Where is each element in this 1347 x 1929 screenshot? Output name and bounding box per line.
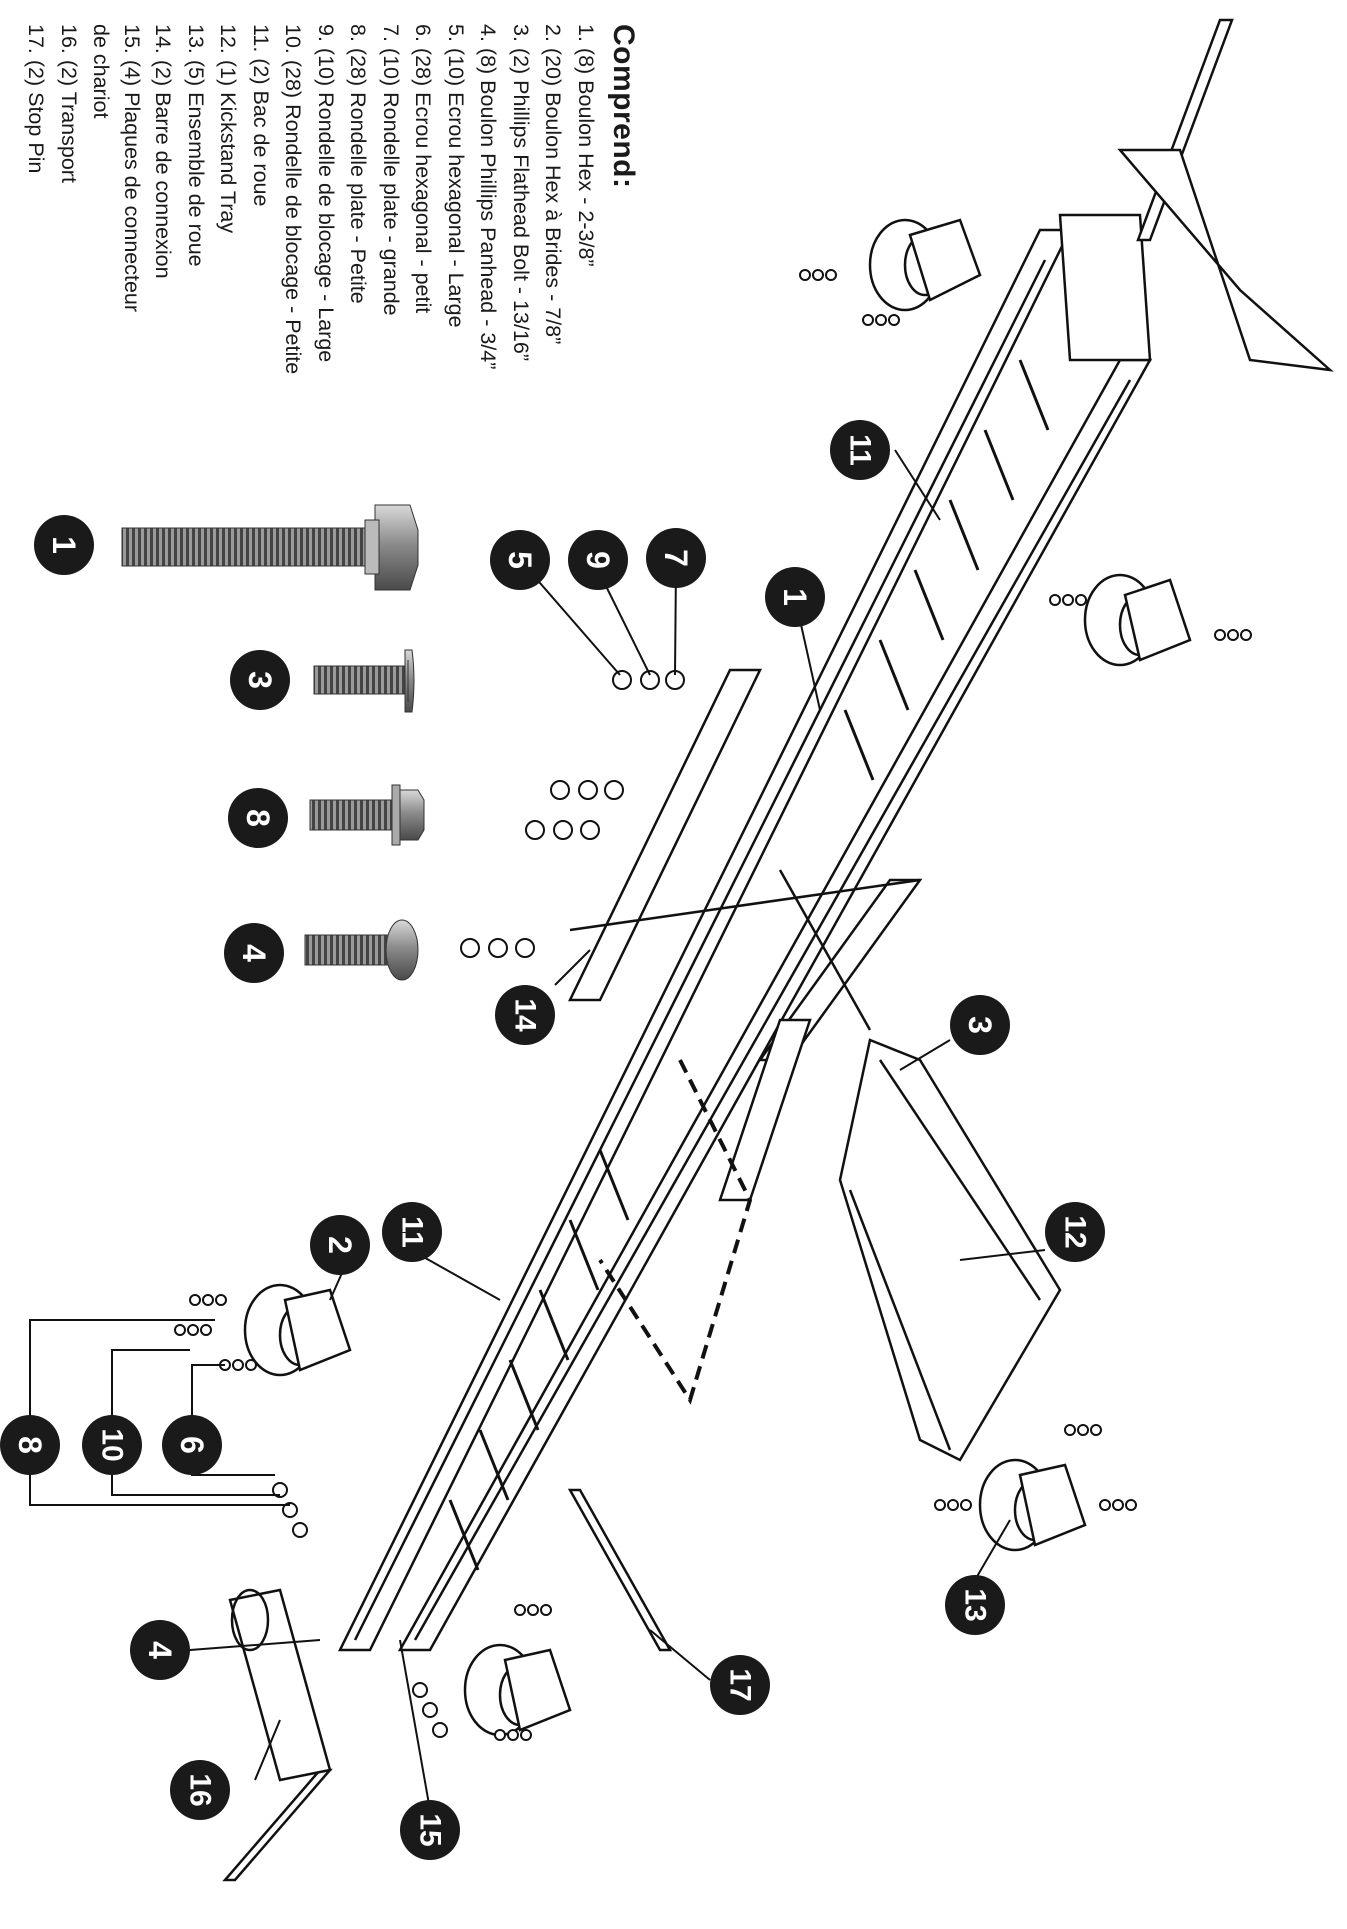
flathead-bolt-photo [313,649,415,713]
callout-17: 17 [710,1655,770,1715]
svg-text:7: 7 [658,549,694,567]
svg-text:13: 13 [959,1588,992,1621]
svg-text:11: 11 [844,434,877,466]
hex-bolt-photo [121,504,419,591]
wheel-assemblies [243,218,1192,1737]
callout-16: 16 [170,1760,230,1820]
svg-text:16: 16 [184,1773,217,1806]
callout-3-bolt: 3 [950,995,1010,1055]
callout-13: 13 [945,1575,1005,1635]
callout-14: 14 [495,985,555,1045]
callout-8-bottom: 8 [0,1415,60,1475]
wheel-right [978,1458,1087,1552]
callout-6: 6 [162,1415,222,1475]
callout-11-top: 11 [830,420,890,480]
svg-text:4: 4 [142,1641,178,1659]
svg-text:5: 5 [502,551,538,569]
svg-text:8: 8 [240,809,276,827]
svg-text:3: 3 [962,1016,998,1034]
flange-bolt-photo [309,784,425,846]
svg-text:15: 15 [414,1813,447,1846]
svg-text:4: 4 [236,944,272,962]
callout-3: 3 [230,650,290,710]
svg-text:9: 9 [580,551,616,569]
callout-15: 15 [400,1800,460,1860]
callout-5: 5 [490,530,550,590]
main-frame [222,18,1334,1882]
svg-text:14: 14 [509,998,542,1032]
callout-2: 2 [310,1215,370,1275]
svg-text:6: 6 [174,1436,210,1454]
wheel-bottom-left [243,1283,352,1377]
callout-4-bolt: 4 [130,1620,190,1680]
svg-text:3: 3 [242,671,278,689]
wheel-mid-right [1083,573,1192,667]
callout-10: 10 [82,1415,142,1475]
hardware-stacks [174,269,1252,1741]
callout-9: 9 [568,530,628,590]
wheel-bottom-center [463,1643,572,1737]
callout-8: 8 [228,788,288,848]
panhead-bolt-photo [304,919,419,981]
callout-4: 4 [224,923,284,983]
svg-text:1: 1 [46,536,82,554]
svg-text:11: 11 [396,1216,429,1248]
svg-text:8: 8 [12,1436,48,1454]
svg-text:12: 12 [1059,1215,1092,1248]
callout-1-bolt: 1 [765,567,825,627]
callout-1: 1 [34,515,94,575]
callout-7: 7 [646,528,706,588]
svg-text:10: 10 [96,1428,129,1461]
wheel-top-left [868,218,982,312]
svg-text:17: 17 [724,1668,757,1701]
callout-11-bottom: 11 [382,1202,442,1262]
svg-text:2: 2 [322,1236,358,1254]
svg-text:1: 1 [777,588,813,606]
callout-12: 12 [1045,1202,1105,1262]
